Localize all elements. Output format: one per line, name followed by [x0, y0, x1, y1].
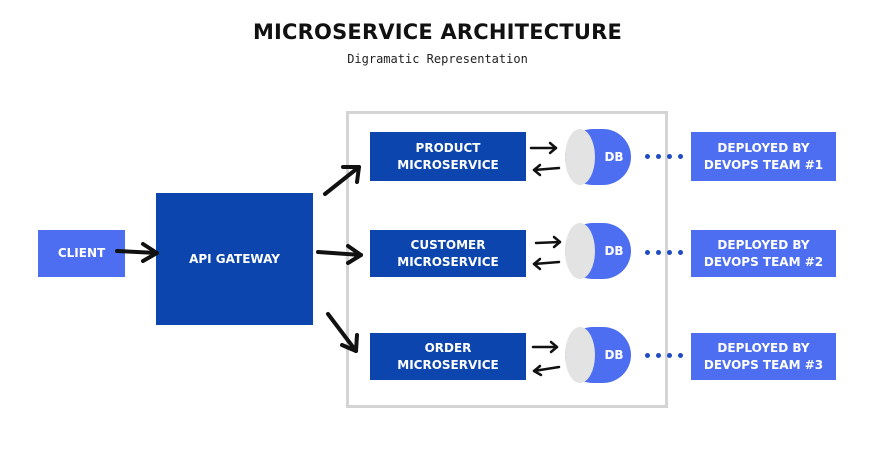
gateway-to-customer-arrow: [316, 244, 363, 265]
product-db-read-arrow: [532, 163, 561, 177]
product-db: DB: [565, 129, 631, 185]
devops-team-1-label-1: DEPLOYED BY: [717, 140, 810, 155]
order-db-read-arrow: [532, 364, 561, 377]
devops-team-2-label-2: DEVOPS TEAM #2: [703, 254, 824, 269]
devops-team-1-label-2: DEVOPS TEAM #1: [703, 157, 824, 172]
product-db-write-arrow: [529, 141, 558, 155]
product-microservice-box: PRODUCT MICROSERVICE: [370, 132, 526, 181]
client-label: CLIENT: [57, 246, 106, 260]
client-box: CLIENT: [38, 230, 125, 277]
dots-connector-3: [645, 353, 685, 361]
devops-team-3-label-1: DEPLOYED BY: [717, 340, 810, 355]
devops-team-2-label-1: DEPLOYED BY: [717, 237, 810, 252]
db-cylinder-cap: [565, 223, 595, 279]
product-microservice-label-2: MICROSERVICE: [397, 157, 499, 172]
devops-team-1-box: DEPLOYED BY DEVOPS TEAM #1: [691, 132, 836, 181]
customer-db: DB: [565, 223, 631, 279]
order-microservice-label-2: MICROSERVICE: [397, 357, 499, 372]
product-db-label: DB: [604, 150, 624, 164]
client-to-gateway-arrow: [115, 242, 159, 263]
gateway-to-order-arrow: [326, 312, 359, 353]
gateway-to-product-arrow: [323, 165, 361, 196]
customer-db-read-arrow: [532, 257, 561, 271]
order-db-write-arrow: [531, 340, 559, 354]
order-microservice-box: ORDER MICROSERVICE: [370, 333, 526, 380]
customer-db-label: DB: [604, 244, 624, 258]
customer-db-write-arrow: [534, 235, 562, 249]
db-cylinder-cap: [565, 129, 595, 185]
product-microservice-label-1: PRODUCT: [415, 140, 481, 155]
order-db: DB: [565, 327, 631, 383]
diagram-subtitle: Digramatic Representation: [347, 52, 528, 66]
order-microservice-label-1: ORDER: [424, 340, 472, 355]
devops-team-3-box: DEPLOYED BY DEVOPS TEAM #3: [691, 333, 836, 380]
customer-microservice-box: CUSTOMER MICROSERVICE: [370, 230, 526, 277]
api-gateway-label: API GATEWAY: [189, 251, 280, 266]
diagram-title: MICROSERVICE ARCHITECTURE: [252, 20, 623, 44]
api-gateway-box: API GATEWAY: [156, 193, 313, 325]
microservices-container: [346, 111, 668, 408]
order-db-label: DB: [604, 348, 624, 362]
devops-team-2-box: DEPLOYED BY DEVOPS TEAM #2: [691, 230, 836, 277]
devops-team-3-label-2: DEVOPS TEAM #3: [703, 357, 824, 372]
customer-microservice-label-2: MICROSERVICE: [397, 254, 499, 269]
dots-connector-1: [645, 154, 685, 162]
db-cylinder-cap: [565, 327, 595, 383]
customer-microservice-label-1: CUSTOMER: [410, 237, 486, 252]
dots-connector-2: [645, 250, 685, 258]
